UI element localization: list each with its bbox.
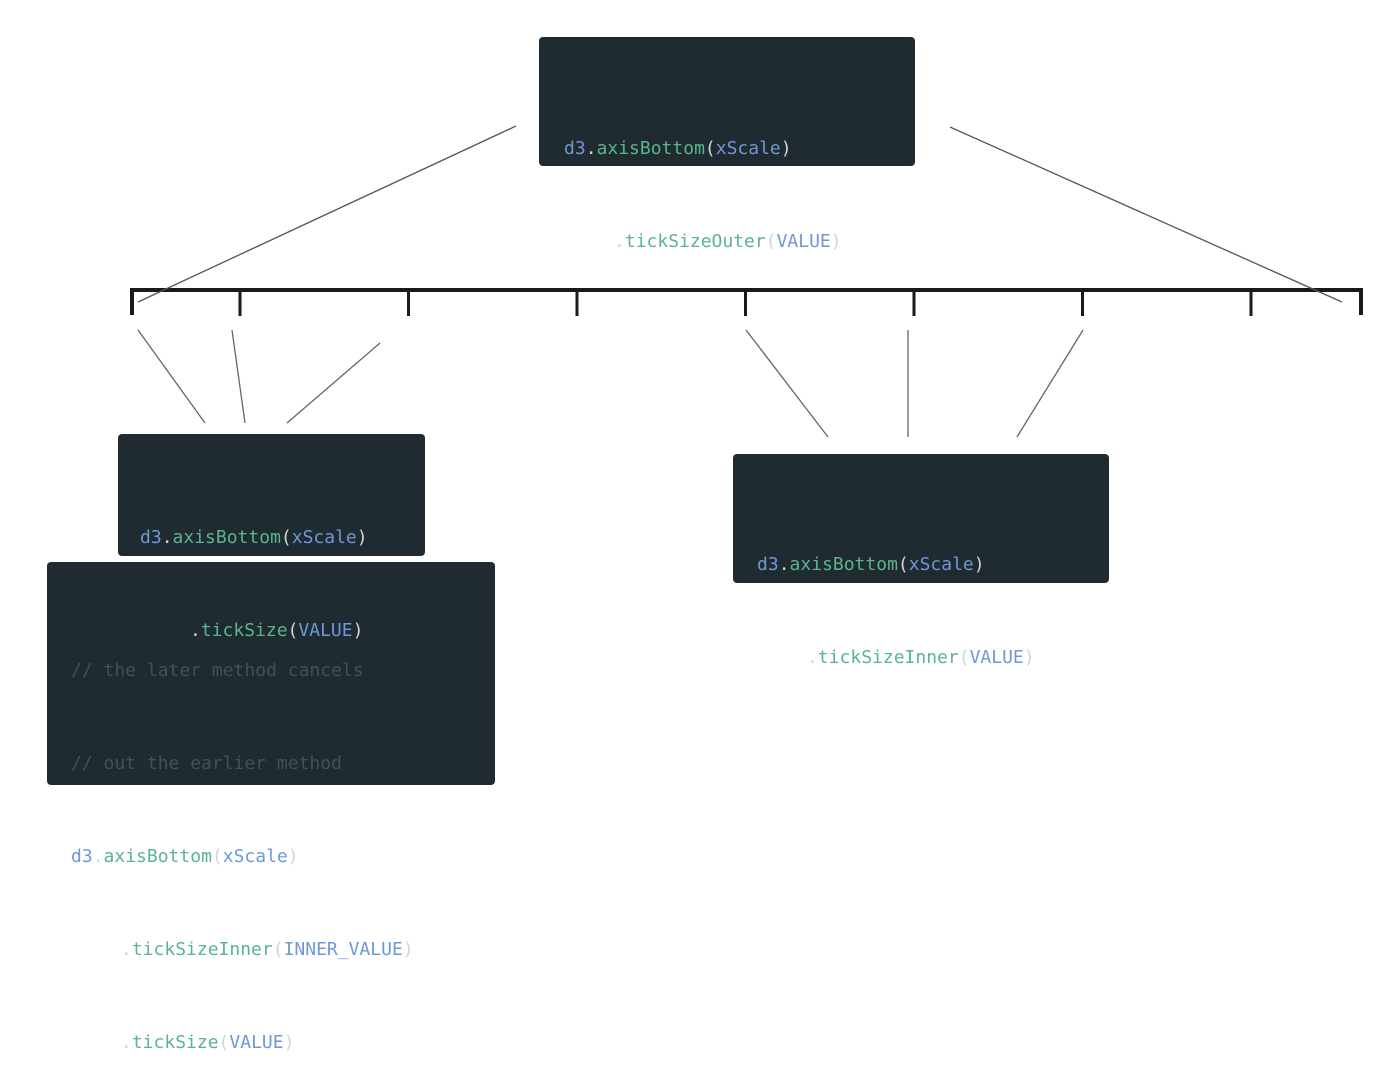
code-comment: // the later method cancels — [71, 660, 364, 681]
code-arg: xScale — [291, 527, 357, 548]
code-chain-arg: VALUE — [298, 620, 353, 641]
connector-inner-3 — [1016, 329, 1084, 438]
code-arg: xScale — [908, 554, 974, 575]
axis-diagram — [130, 125, 1363, 438]
connector-outer-right — [949, 126, 1343, 303]
code-method: axisBottom — [172, 527, 281, 548]
connector-outer-left — [137, 125, 517, 303]
code-line: d3.axisBottom(xScale) — [757, 554, 985, 575]
code-obj: d3 — [757, 554, 779, 575]
code-obj: d3 — [140, 527, 162, 548]
code-chain-method: tickSizeInner — [817, 647, 959, 668]
code-chain-arg: VALUE — [969, 647, 1024, 668]
connector-inner-1 — [745, 329, 829, 438]
code-chain-method: tickSizeOuter — [624, 231, 766, 252]
code-method: axisBottom — [103, 846, 212, 867]
code-arg: xScale — [222, 846, 288, 867]
code-line: d3.axisBottom(xScale) — [140, 527, 368, 548]
code-chain-method: tickSizeInner — [131, 939, 273, 960]
code-box-tick-size-inner: d3.axisBottom(xScale) .tickSizeInner(VAL… — [733, 454, 1109, 668]
code-line: .tickSize(VALUE) — [190, 620, 364, 641]
code-chain-arg: VALUE — [776, 231, 831, 252]
code-box-tick-size-outer: d3.axisBottom(xScale) .tickSizeOuter(VAL… — [539, 37, 915, 252]
code-chain-method: tickSize — [200, 620, 288, 641]
code-line: d3.axisBottom(xScale) — [564, 138, 792, 159]
code-chain-method: tickSize — [131, 1032, 219, 1053]
code-box-tick-size: d3.axisBottom(xScale) .tickSize(VALUE) — [118, 434, 425, 641]
code-line: d3.axisBottom(xScale) — [71, 846, 299, 867]
code-line: .tickSize(VALUE) — [121, 1032, 295, 1053]
code-line: .tickSizeInner(INNER_VALUE) — [121, 939, 414, 960]
code-arg: xScale — [715, 138, 781, 159]
code-obj: d3 — [564, 138, 586, 159]
code-line: .tickSizeInner(VALUE) — [807, 647, 1035, 668]
code-obj: d3 — [71, 846, 93, 867]
code-chain-arg: INNER_VALUE — [283, 939, 403, 960]
code-chain-arg: VALUE — [229, 1032, 284, 1053]
code-comment: // out the earlier method — [71, 753, 342, 774]
connector-size-2 — [231, 329, 246, 424]
code-method: axisBottom — [789, 554, 898, 575]
connector-size-1 — [137, 329, 206, 424]
code-line: .tickSizeOuter(VALUE) — [614, 231, 842, 252]
code-method: axisBottom — [596, 138, 705, 159]
connector-size-3 — [286, 342, 381, 424]
